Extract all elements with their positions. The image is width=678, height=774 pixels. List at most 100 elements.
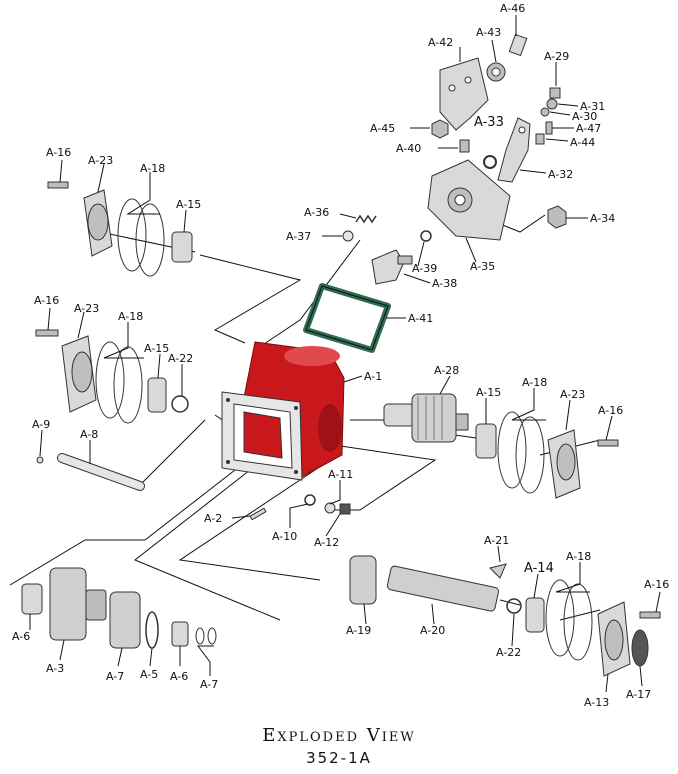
label-a43: A-43 — [476, 26, 501, 39]
spring-a36 — [355, 214, 377, 224]
label-a6-left: A-6 — [12, 630, 30, 643]
label-a41: A-41 — [408, 312, 433, 325]
label-a14: A-14 — [524, 561, 554, 576]
label-a28: A-28 — [434, 364, 459, 377]
label-a19: A-19 — [346, 624, 371, 637]
label-a15-right: A-15 — [476, 386, 501, 399]
label-a18-lower-right: A-18 — [566, 550, 591, 563]
left-upper-group — [47, 181, 193, 277]
bearing-a15-lower — [147, 377, 167, 413]
label-a32: A-32 — [548, 168, 573, 181]
oring-a33 — [483, 155, 497, 169]
label-a16-right: A-16 — [598, 404, 623, 417]
bearing-a15-right — [475, 423, 497, 459]
shim-a18-lower-right-2 — [563, 583, 593, 661]
label-a40: A-40 — [396, 142, 421, 155]
label-a42: A-42 — [428, 36, 453, 49]
upper-cover-assembly — [342, 33, 567, 285]
bearing-a14 — [525, 597, 545, 633]
label-a22-right: A-22 — [496, 646, 521, 659]
washer-a10 — [304, 494, 316, 506]
label-a12: A-12 — [314, 536, 339, 549]
washer-a11 — [324, 502, 336, 514]
label-a18-upper: A-18 — [140, 162, 165, 175]
gear-a28-shaft — [383, 403, 415, 427]
lever-a32 — [497, 117, 531, 183]
label-a33: A-33 — [474, 115, 504, 130]
lower-left-gear-train — [21, 567, 217, 649]
label-a34: A-34 — [590, 212, 615, 225]
label-a6-right: A-6 — [170, 670, 188, 683]
label-a18-right: A-18 — [522, 376, 547, 389]
housing-a1 — [221, 341, 345, 481]
right-middle-group — [383, 393, 619, 499]
seal-a17 — [631, 629, 649, 667]
gasket-a41 — [303, 283, 391, 353]
ring-a5 — [145, 611, 159, 649]
gear-a7-large — [109, 591, 141, 649]
label-a18-lower: A-18 — [118, 310, 143, 323]
bearing-a6-right — [171, 621, 189, 647]
left-lower-group — [35, 329, 189, 424]
label-a45: A-45 — [370, 122, 395, 135]
screw-a29 — [549, 87, 561, 99]
label-a36: A-36 — [304, 206, 329, 219]
washer-a7-1 — [195, 627, 205, 645]
shim-a18-right-1 — [497, 411, 527, 489]
label-a1: A-1 — [364, 370, 382, 383]
label-a15-upper: A-15 — [176, 198, 201, 211]
shift-arm-a38 — [371, 249, 405, 285]
nut-a45 — [431, 119, 449, 139]
screw-a12 — [339, 503, 351, 515]
nut-a34 — [547, 205, 567, 229]
lower-right-output-group — [349, 555, 661, 677]
key-a21 — [489, 563, 507, 579]
label-a39: A-39 — [412, 262, 437, 275]
bolt-a16-right — [597, 439, 619, 447]
idler-shaft-group — [36, 453, 145, 491]
model-number: 352-1A — [306, 749, 372, 767]
washer-a7-2 — [207, 627, 217, 645]
pin-a47 — [545, 121, 553, 135]
exploded-view-diagram: A-46 A-43 A-42 A-29 A-31 A-30 A-45 A-33 … — [9, 2, 669, 709]
gear-a3 — [49, 567, 87, 641]
shim-a18-lower-right-1 — [545, 579, 575, 657]
label-a17: A-17 — [626, 688, 651, 701]
ball-a37 — [342, 230, 354, 242]
ring-a22-left — [171, 395, 189, 413]
label-a5: A-5 — [140, 668, 158, 681]
bearing-a15-upper — [171, 231, 193, 263]
label-a2: A-2 — [204, 512, 222, 525]
label-a23-upper: A-23 — [88, 154, 113, 167]
label-a7-washers: A-7 — [200, 678, 218, 691]
label-a29: A-29 — [544, 50, 569, 63]
label-a9: A-9 — [32, 418, 50, 431]
label-a23-lower: A-23 — [74, 302, 99, 315]
bearing-a6-left — [21, 583, 43, 615]
bolt-a46 — [508, 33, 528, 57]
label-a21: A-21 — [484, 534, 509, 547]
label-a30: A-30 — [572, 110, 597, 123]
plug-a9 — [36, 456, 44, 464]
label-a11: A-11 — [328, 468, 353, 481]
part-labels: A-46 A-43 A-42 A-29 A-31 A-30 A-45 A-33 … — [12, 2, 669, 709]
label-a47: A-47 — [576, 122, 601, 135]
bolt-a40 — [459, 139, 470, 153]
oring-a39 — [420, 230, 432, 242]
pin-a44 — [535, 133, 545, 145]
label-a16-upper: A-16 — [46, 146, 71, 159]
diagram-title: Exploded View — [262, 725, 416, 746]
label-a3: A-3 — [46, 662, 64, 675]
label-a22-left: A-22 — [168, 352, 193, 365]
shaft-a20 — [386, 565, 499, 612]
label-a10: A-10 — [272, 530, 297, 543]
label-a15-lower: A-15 — [144, 342, 169, 355]
label-a37: A-37 — [286, 230, 311, 243]
label-a13: A-13 — [584, 696, 609, 709]
gear-a19 — [349, 555, 377, 605]
label-a16-lower-right: A-16 — [644, 578, 669, 591]
bolt-a16-upper — [47, 181, 69, 189]
label-a46: A-46 — [500, 2, 525, 15]
label-a31: A-31 — [580, 100, 605, 113]
label-a23-right: A-23 — [560, 388, 585, 401]
